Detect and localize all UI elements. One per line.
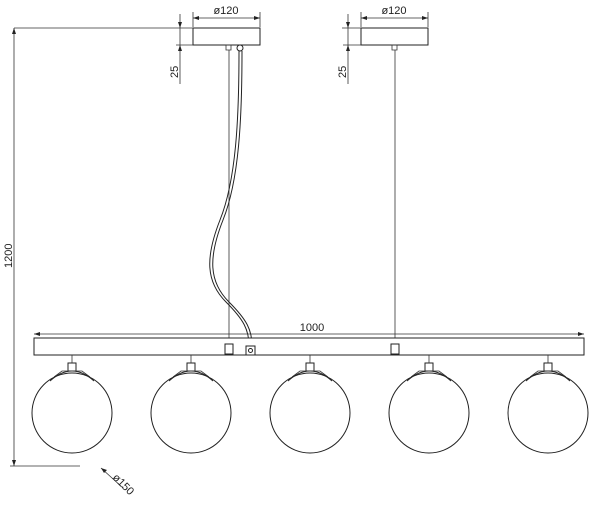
- suspension-cables: [209, 50, 396, 347]
- globe-2: [150, 355, 232, 454]
- canopy-right-height-label: 25: [337, 66, 349, 78]
- main-bar: [33, 337, 585, 356]
- canopy-left-height-label: 25: [169, 66, 181, 78]
- bar-length-dimension: [34, 332, 584, 336]
- globe-diameter-leader: [100, 467, 124, 489]
- height-dimension: [10, 28, 80, 467]
- canopy-right-diameter-label: ø120: [381, 5, 406, 17]
- globe-diameter-label: ø150: [110, 472, 136, 498]
- globe-1: [31, 355, 113, 454]
- bar-length-label: 1000: [300, 322, 324, 334]
- globe-5: [507, 355, 589, 454]
- globes: [31, 355, 589, 454]
- canopy-right: [342, 12, 429, 84]
- canopy-left: [14, 12, 261, 84]
- total-height-label: 1200: [3, 244, 15, 268]
- canopy-left-diameter-label: ø120: [213, 5, 238, 17]
- globe-3: [269, 355, 351, 454]
- globe-4: [388, 355, 470, 454]
